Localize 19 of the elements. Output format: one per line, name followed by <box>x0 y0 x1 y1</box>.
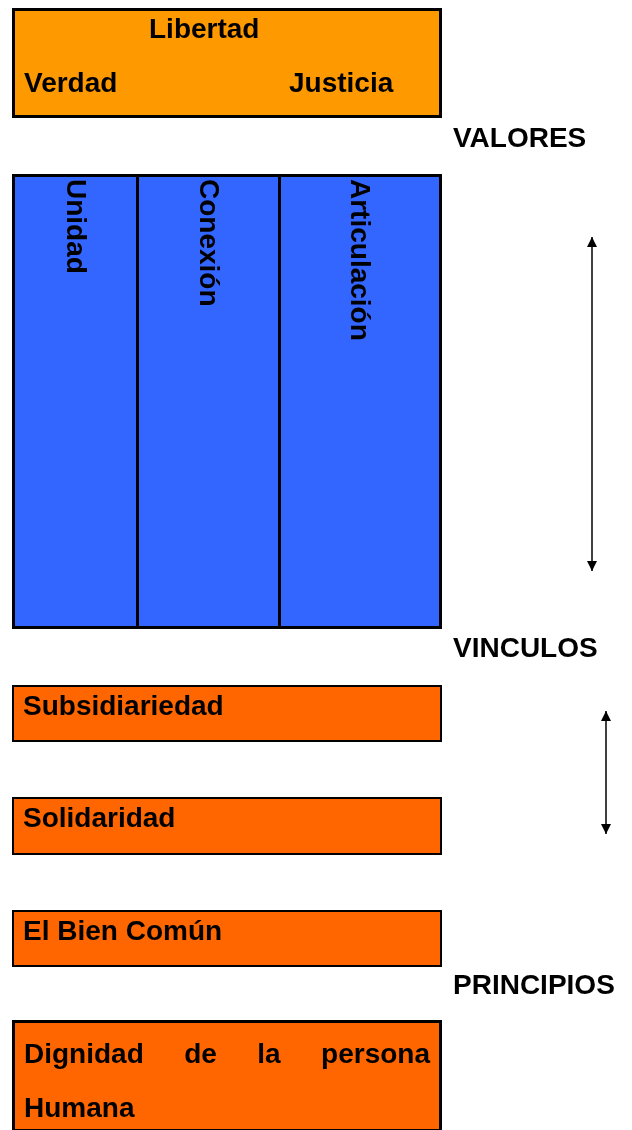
level-label: VINCULOS <box>453 632 598 664</box>
principle-box <box>12 910 442 967</box>
principle-box <box>12 1020 442 1130</box>
node-text: Verdad <box>24 67 118 99</box>
node-text: Justicia <box>289 67 394 99</box>
node-text: Libertad <box>149 13 260 45</box>
node-text: Solidaridad <box>23 802 176 834</box>
value-panel <box>12 8 442 118</box>
principle-box <box>12 685 442 742</box>
node-text: Dignidad de la persona Humana <box>24 1037 430 1125</box>
node-text: Unidad <box>59 179 92 274</box>
node-text: Articulación <box>344 179 376 341</box>
link-panel <box>12 174 442 629</box>
level-label: VALORES <box>453 122 587 154</box>
principle-box <box>12 797 442 855</box>
level-label: PRINCIPIOS <box>453 969 615 1001</box>
node-text: Conexión <box>192 179 225 307</box>
node-text: Subsidiariedad <box>23 690 224 722</box>
node-text: El Bien Común <box>23 915 223 947</box>
